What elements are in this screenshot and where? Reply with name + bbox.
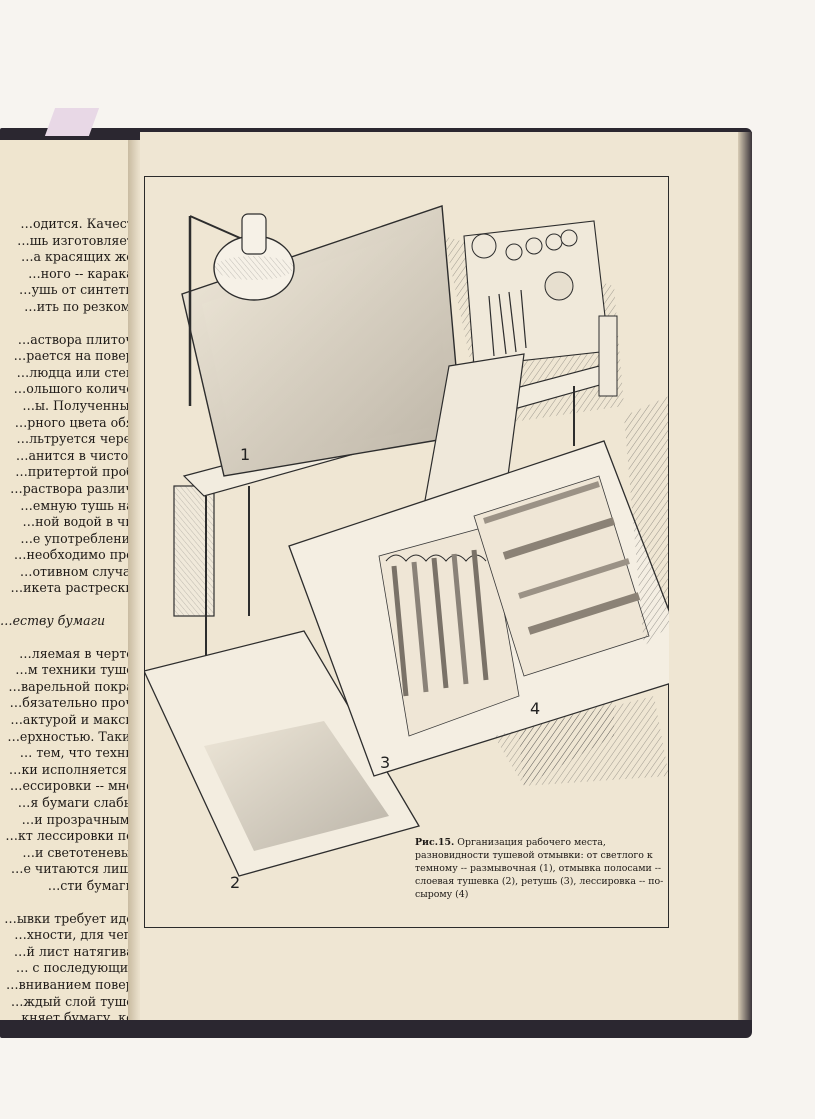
figure-caption: Рис.15. Организация рабочего места, разн… <box>415 836 665 901</box>
paint-jar <box>525 237 543 255</box>
section-heading: …еству бумаги <box>0 613 106 629</box>
paragraph-gap <box>0 316 134 332</box>
text-line: …актурой и макси- <box>10 712 134 728</box>
text-line: …одится. Качест- <box>20 216 134 231</box>
paragraph-gap <box>0 597 134 613</box>
text-line: … тем, что техни- <box>19 745 134 761</box>
text-line: …ушь от синтети- <box>18 282 134 298</box>
text-line: …льтруется через <box>16 431 134 447</box>
text-line: …аствора плиточ- <box>17 331 134 347</box>
paragraph-gap <box>0 895 134 911</box>
figure-label-2: 2 <box>230 873 240 892</box>
text-line: …е читаются лишь <box>10 861 134 877</box>
text-line: …необходимо про- <box>13 547 134 563</box>
left-page-text: …одится. Качест-…шь изготовляет-…а крася… <box>0 216 134 1020</box>
text-line: …и светотеневых <box>22 844 134 860</box>
caption-text: Организация рабочего места, разновидност… <box>415 837 664 900</box>
figure-label-3: 3 <box>380 753 390 772</box>
text-line: …икета растрески- <box>10 580 134 596</box>
text-line: …е употребления <box>20 530 134 546</box>
text-line: …отивном случае <box>19 563 134 579</box>
brush <box>498 293 507 355</box>
shadow-hatch-bottom <box>494 696 669 786</box>
paint-jar <box>560 229 578 247</box>
paragraph-gap <box>0 630 134 646</box>
lamp-arm <box>189 215 241 239</box>
paint-jar <box>505 243 523 261</box>
lamp-bulb-housing <box>241 213 267 255</box>
left-page: …одится. Качест-…шь изготовляет-…а крася… <box>0 140 134 1020</box>
text-line: …ждый слой туше- <box>10 993 134 1009</box>
text-line: …ывки требует иде- <box>4 910 134 926</box>
column-flutes-top <box>385 554 487 562</box>
palette-dish <box>544 271 574 301</box>
text-line: …людца или стек- <box>16 364 134 380</box>
shadow-hatch-edge <box>624 396 669 646</box>
figure-15-illustration: 1 2 3 4 <box>144 205 669 892</box>
drawer-cabinet-shade <box>174 486 214 616</box>
text-line: …ки исполняется с <box>8 761 134 777</box>
text-line: … с последующим <box>15 960 134 976</box>
text-line: …рается на повер- <box>13 348 134 364</box>
text-line: …анится в чистом <box>15 447 134 463</box>
text-line: …ной водой в чи- <box>22 514 134 530</box>
sheet-2-wash <box>204 721 389 851</box>
text-line: …ить по резкому <box>24 298 134 314</box>
text-line: …ляемая в черте- <box>19 645 134 661</box>
figure-label-1: 1 <box>240 445 250 464</box>
text-line: …и прозрачными <box>21 811 134 827</box>
text-line: …кт лессировки по- <box>5 828 134 844</box>
text-line: …княет бумагу, ко- <box>8 1010 134 1020</box>
figure-label-4: 4 <box>530 699 540 718</box>
text-line: …шь изготовляет- <box>17 232 134 248</box>
text-line: …сти бумаги. <box>47 877 134 893</box>
cornice-moldings <box>483 481 641 635</box>
book-stack <box>598 315 618 397</box>
text-line: …я бумаги слабы- <box>17 795 134 810</box>
text-line: …ы. Полученный <box>22 397 134 413</box>
text-line: …ного -- карака- <box>28 265 134 281</box>
text-line: …емную тушь на- <box>20 497 134 513</box>
text-line: …рного цвета обя- <box>14 414 134 430</box>
text-line: …м техники туше- <box>15 662 134 678</box>
caption-title: Рис.15. <box>415 837 455 848</box>
brush <box>508 291 517 353</box>
text-line: …хности, для чего <box>14 927 134 943</box>
lamp-shade-shade <box>214 256 294 280</box>
column-flutes <box>391 549 489 697</box>
page-edge-shadow <box>738 132 752 1020</box>
text-line: …ольшого количе- <box>13 381 134 397</box>
text-line: …а красящих же- <box>20 249 134 265</box>
text-line: …бязательно проч- <box>9 695 134 711</box>
brush <box>488 295 495 357</box>
paint-jar <box>545 233 563 251</box>
text-line: …варельной покра- <box>8 678 134 694</box>
ink-jar <box>471 233 497 259</box>
text-line: …притертой проб- <box>15 464 134 480</box>
text-line: …ерхностью. Такие <box>7 728 134 744</box>
brush <box>520 289 527 349</box>
text-line: …раствора различ- <box>10 480 134 496</box>
text-line: …й лист натягива- <box>13 943 134 959</box>
text-line: …ессировки -- мно- <box>9 778 134 794</box>
text-line: …вниванием повер- <box>6 976 134 992</box>
